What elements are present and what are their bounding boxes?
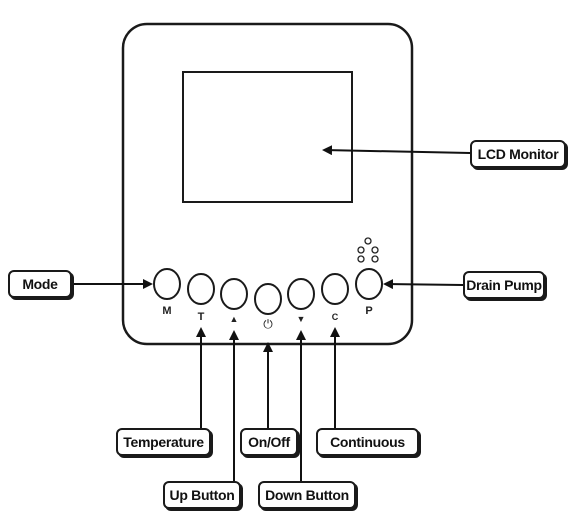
down-button[interactable] [287, 278, 315, 310]
pump-button-label: P [365, 305, 372, 317]
power-button[interactable] [254, 283, 282, 315]
lcd-monitor-callout: LCD Monitor [470, 140, 566, 168]
continuous-button[interactable] [321, 273, 349, 305]
lcd-monitor-arrow [322, 145, 471, 156]
up-button-label: ▲ [230, 314, 239, 324]
mode-button[interactable] [153, 268, 181, 300]
power-button-label: ⏻ [263, 317, 273, 331]
on-off-callout: On/Off [240, 428, 298, 456]
mode-callout: Mode [8, 270, 72, 298]
drain-pump-arrow [383, 279, 464, 290]
mode-button-label: M [162, 305, 171, 317]
temperature-callout: Temperature [116, 428, 211, 456]
lcd-screen [182, 71, 353, 203]
pump-button[interactable] [355, 268, 383, 300]
up-button[interactable] [220, 278, 248, 310]
down-button-callout: Down Button [258, 481, 356, 509]
continuous-callout: Continuous [316, 428, 419, 456]
temperature-button-label: T [198, 311, 205, 323]
drain-pump-callout: Drain Pump [463, 271, 545, 299]
continuous-button-label: C [332, 312, 339, 322]
down-button-label: ▼ [297, 314, 306, 324]
temperature-button[interactable] [187, 273, 215, 305]
up-button-callout: Up Button [163, 481, 241, 509]
pump-indicator-dots [357, 237, 379, 263]
